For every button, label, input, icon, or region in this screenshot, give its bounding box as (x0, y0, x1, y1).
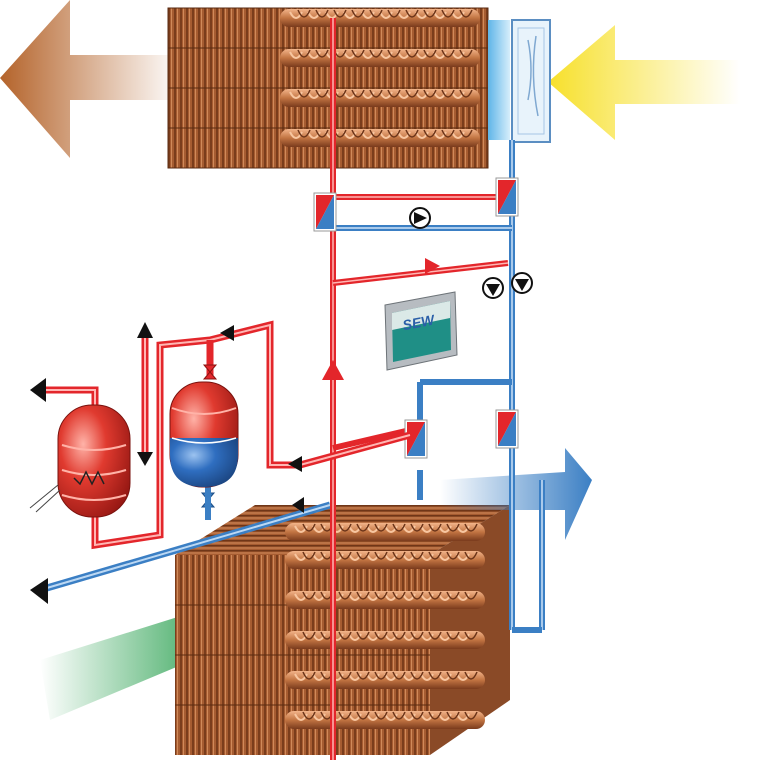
fresh-air-intake-arrow (548, 25, 740, 140)
flow-arrow-icon (425, 258, 440, 274)
top-coil-block (167, 7, 551, 169)
heat-exchanger-icon (495, 409, 519, 449)
hot-branch-line (332, 258, 509, 286)
pump-pair (482, 272, 533, 299)
pump-icon (409, 207, 431, 229)
flow-arrow-icon (137, 322, 153, 338)
flow-arrow-icon (292, 497, 304, 513)
pump-icon (511, 272, 533, 294)
flow-arrow-icon (137, 452, 153, 466)
pump-icon (482, 277, 504, 299)
upper-exchanger-loop (313, 177, 519, 232)
flow-arrow-icon (30, 378, 46, 402)
lower-exchanger-loop (332, 379, 519, 500)
expansion-tank-icon (169, 381, 239, 488)
hot-riser-pipe (322, 18, 344, 760)
exhaust-air-arrow (0, 0, 180, 158)
heat-output-arrow (440, 448, 592, 540)
flow-arrow-icon (288, 456, 302, 472)
heat-source-air-arrow (40, 575, 240, 720)
heat-exchanger-icon (495, 177, 519, 217)
valve-icon (202, 364, 218, 380)
cold-supply-line (30, 501, 331, 604)
flow-arrow-markers (30, 322, 304, 513)
flow-arrow-icon (220, 325, 234, 341)
storage-tank-icon (29, 404, 131, 518)
sew-controller-panel: SEW (384, 291, 458, 371)
bottom-coil-block (175, 505, 510, 755)
heat-exchanger-icon (313, 192, 337, 232)
sew-logo: SEW (401, 311, 437, 333)
